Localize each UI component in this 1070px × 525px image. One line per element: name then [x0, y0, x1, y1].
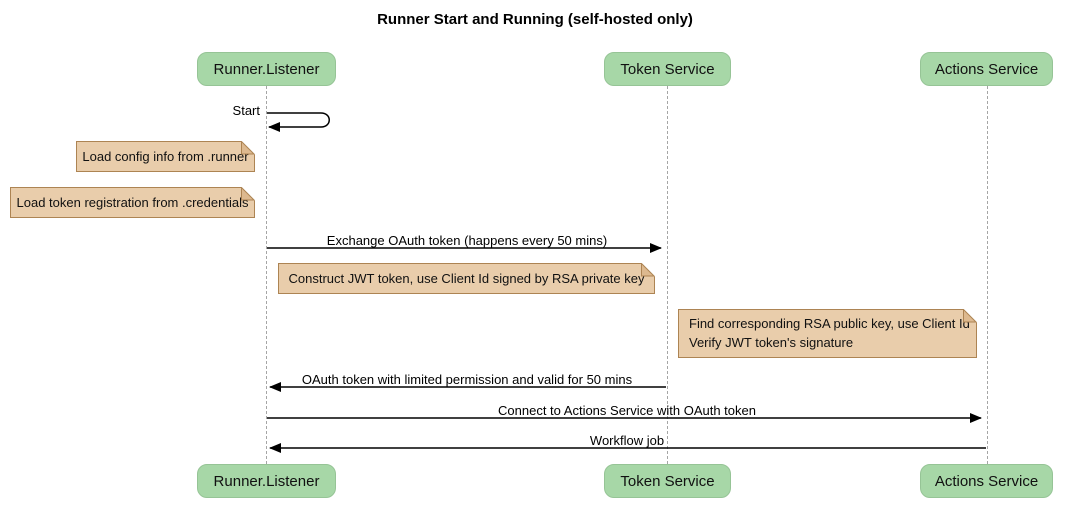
note-construct-jwt: Construct JWT token, use Client Id signe…: [278, 263, 655, 294]
note-text: Load config info from .runner: [82, 149, 249, 164]
participant-label: Token Service: [620, 472, 715, 490]
message-label-exchange-oauth: Exchange OAuth token (happens every 50 m…: [326, 233, 608, 248]
message-label-workflow-job: Workflow job: [589, 433, 665, 448]
note-text: Construct JWT token, use Client Id signe…: [288, 271, 645, 286]
note-fold-icon: [241, 187, 255, 201]
participant-label: Token Service: [620, 60, 715, 78]
lifeline-runner-listener: [266, 86, 267, 464]
note-text-line1: Find corresponding RSA public key, use C…: [689, 315, 970, 331]
note-fold-icon: [641, 263, 655, 277]
participant-token-service-top: Token Service: [604, 52, 731, 86]
participant-label: Actions Service: [934, 60, 1039, 78]
note-load-config: Load config info from .runner: [76, 141, 255, 172]
message-label-oauth-return: OAuth token with limited permission and …: [301, 372, 633, 387]
note-fold-icon: [241, 141, 255, 155]
diagram-title: Runner Start and Running (self-hosted on…: [377, 11, 693, 28]
participant-label: Actions Service: [934, 472, 1039, 490]
note-load-token-registration: Load token registration from .credential…: [10, 187, 255, 218]
arrow-start-self: [267, 112, 330, 132]
participant-label: Runner.Listener: [213, 472, 320, 490]
participant-token-service-bottom: Token Service: [604, 464, 731, 498]
participant-label: Runner.Listener: [213, 60, 320, 78]
note-text: Load token registration from .credential…: [16, 195, 249, 210]
participant-actions-service-bottom: Actions Service: [920, 464, 1053, 498]
lifeline-token-service: [667, 86, 668, 464]
note-fold-icon: [963, 309, 977, 323]
participant-actions-service-top: Actions Service: [920, 52, 1053, 86]
message-label-start: Start: [232, 103, 260, 118]
lifeline-actions-service: [987, 86, 988, 464]
message-label-connect-actions: Connect to Actions Service with OAuth to…: [498, 403, 756, 418]
note-text-line2: Verify JWT token's signature: [689, 334, 854, 350]
note-verify-jwt: Find corresponding RSA public key, use C…: [678, 309, 977, 358]
participant-runner-listener-bottom: Runner.Listener: [197, 464, 336, 498]
participant-runner-listener-top: Runner.Listener: [197, 52, 336, 86]
